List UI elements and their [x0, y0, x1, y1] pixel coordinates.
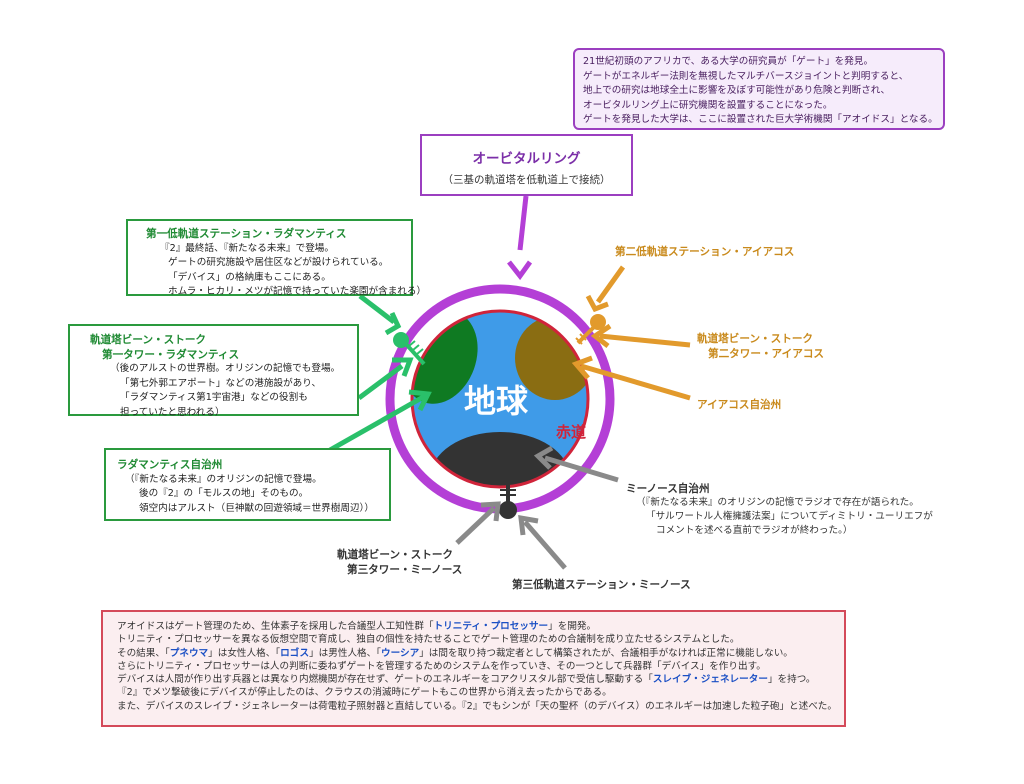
bottom-line: その結果、「プネウマ」は女性人格、「ロゴス」は男性人格、「ウーシア」は間を取り持…	[117, 647, 793, 659]
bottom-line: さらにトリニティ・プロセッサーは人の判断に委ねずゲートを管理するためのシステムを…	[117, 660, 766, 672]
radamanthys-state-box: ラダマンティス自治州 （『新たなる未来』のオリジンの記憶で登場。 後の『2』の「…	[104, 448, 391, 521]
tower2-marker	[575, 314, 606, 345]
tower3-marker	[499, 484, 517, 519]
tower2-subtitle: 第二タワー・アイアコス	[708, 348, 825, 360]
aiakos-state-label: アイアコス自治州	[697, 399, 782, 411]
orange-arrows	[571, 265, 691, 401]
orbital-ring-title: オービタルリング	[472, 151, 581, 167]
radamanthys-state-line: （『新たなる未来』のオリジンの記憶で登場。	[125, 473, 322, 485]
first-station-title: 第一低軌道ステーション・ラダマンティス	[146, 228, 347, 240]
minos-state-line: 「サルワートル人権擁護法案」についてディミトリ・ユーリエフが	[646, 511, 933, 522]
intro-line: オービタルリング上に研究機関を設置することになった。	[583, 99, 833, 111]
bottom-line: デバイスは人間が作り出す兵器とは異なり内燃機関が存在せず、ゲートのエネルギーをコ…	[117, 674, 816, 686]
tower1-title: 軌道塔ビーン・ストーク	[90, 334, 207, 346]
highlight-trinity: トリニティ・プロセッサー	[433, 621, 549, 632]
highlight-slave-generator: スレイブ・ジェネレーター	[652, 674, 768, 686]
orbital-ring-subtitle: （三基の軌道塔を低軌道上で接続）	[442, 174, 611, 186]
radamanthys-state-title: ラダマンティス自治州	[117, 459, 223, 471]
minos-state-title: ミーノース自治州	[626, 483, 710, 495]
tower1-line: （後のアルストの世界樹。オリジンの記憶でも登場。	[110, 363, 341, 375]
bottom-line: また、デバイスのスレイブ・ジェネレーターは荷電粒子照射器と直結している。『2』で…	[117, 700, 837, 712]
bottom-line: アオイドスはゲート管理のため、生体素子を採用した合議型人工知性群「トリニティ・プ…	[117, 621, 597, 632]
radamanthys-state-line: 領空内はアルスト（巨神獣の回遊領域＝世界樹周辺））	[139, 502, 374, 514]
tower1-line: 担っていたと思われる）	[120, 406, 225, 418]
third-station-label: 第三低軌道ステーション・ミーノース	[512, 579, 691, 591]
intro-line: 地上での研究は地球全土に影響を及ぼす可能性があり危険と判断され、	[583, 85, 891, 97]
tower1-line: 「ラダマンティス第1宇宙港」などの役割も	[120, 392, 308, 404]
tower1-box: 軌道塔ビーン・ストーク 第一タワー・ラダマンティス （後のアルストの世界樹。オリ…	[68, 324, 359, 418]
tower1-line: 「第七外郭エアポート」などの港施設があり、	[120, 377, 322, 389]
intro-line: ゲートを発見した大学は、ここに設置された巨大学術機関「アオイドス」となる。	[583, 114, 938, 126]
first-station-line: ゲートの研究施設や居住区などが設けられている。	[168, 257, 389, 269]
minos-state-line: （『新たなる未来』のオリジンの記憶でラジオで存在が語られた。	[636, 497, 919, 508]
earth-label: 地球	[464, 382, 529, 420]
highlight-logos: ロゴス	[280, 647, 310, 659]
highlight-pneuma: プネウマ	[169, 647, 209, 659]
minos-state-line: コメントを述べる直前でラジオが終わった。）	[656, 525, 853, 536]
tower1-marker	[393, 332, 426, 366]
first-station-box: 第一低軌道ステーション・ラダマンティス 『2』最終話、『新たなる未来』で登場。 …	[126, 219, 426, 297]
first-station-line: 『2』最終話、『新たなる未来』で登場。	[160, 242, 334, 254]
intro-line: 21世紀初頭のアフリカで、ある大学の研究員が「ゲート」を発見。	[583, 56, 874, 67]
tower2-title: 軌道塔ビーン・ストーク	[697, 333, 814, 345]
bottom-line: トリニティ・プロセッサーを異なる仮想空間で育成し、独自の個性を持たせることでゲー…	[117, 634, 740, 646]
intro-line: ゲートがエネルギー法則を無視したマルチバースジョイントと判明すると、	[583, 70, 909, 82]
intro-box: 21世紀初頭のアフリカで、ある大学の研究員が「ゲート」を発見。 ゲートがエネルギ…	[573, 48, 945, 130]
bottom-line: 『2』でメツ撃破後にデバイスが停止したのは、クラウスの消滅時にゲートもこの世界か…	[117, 687, 612, 699]
first-station-line: ホムラ・ヒカリ・メツが記憶で持っていた楽園が含まれる）	[168, 286, 427, 298]
tower3-title: 軌道塔ビーン・ストーク	[337, 549, 454, 561]
highlight-ousia: ウーシア	[381, 647, 420, 659]
orbital-arrow	[507, 195, 533, 281]
green-arrows	[328, 294, 432, 453]
orbital-ring-box: オービタルリング （三基の軌道塔を低軌道上で接続）	[420, 134, 633, 196]
tower3-subtitle: 第三タワー・ミーノース	[347, 564, 463, 576]
trinity-processor-box: アオイドスはゲート管理のため、生体素子を採用した合議型人工知性群「トリニティ・プ…	[101, 610, 846, 727]
first-station-line: 「デバイス」の格納庫もここにある。	[168, 271, 331, 283]
second-station-label: 第二低軌道ステーション・アイアコス	[615, 246, 795, 258]
equator-label: 赤道	[556, 423, 586, 441]
tower1-subtitle: 第一タワー・ラダマンティス	[102, 348, 240, 361]
radamanthys-state-line: 後の『2』の「モルスの地」そのもの。	[139, 488, 309, 500]
equator-line	[410, 309, 590, 489]
gray-arrows	[455, 445, 619, 570]
